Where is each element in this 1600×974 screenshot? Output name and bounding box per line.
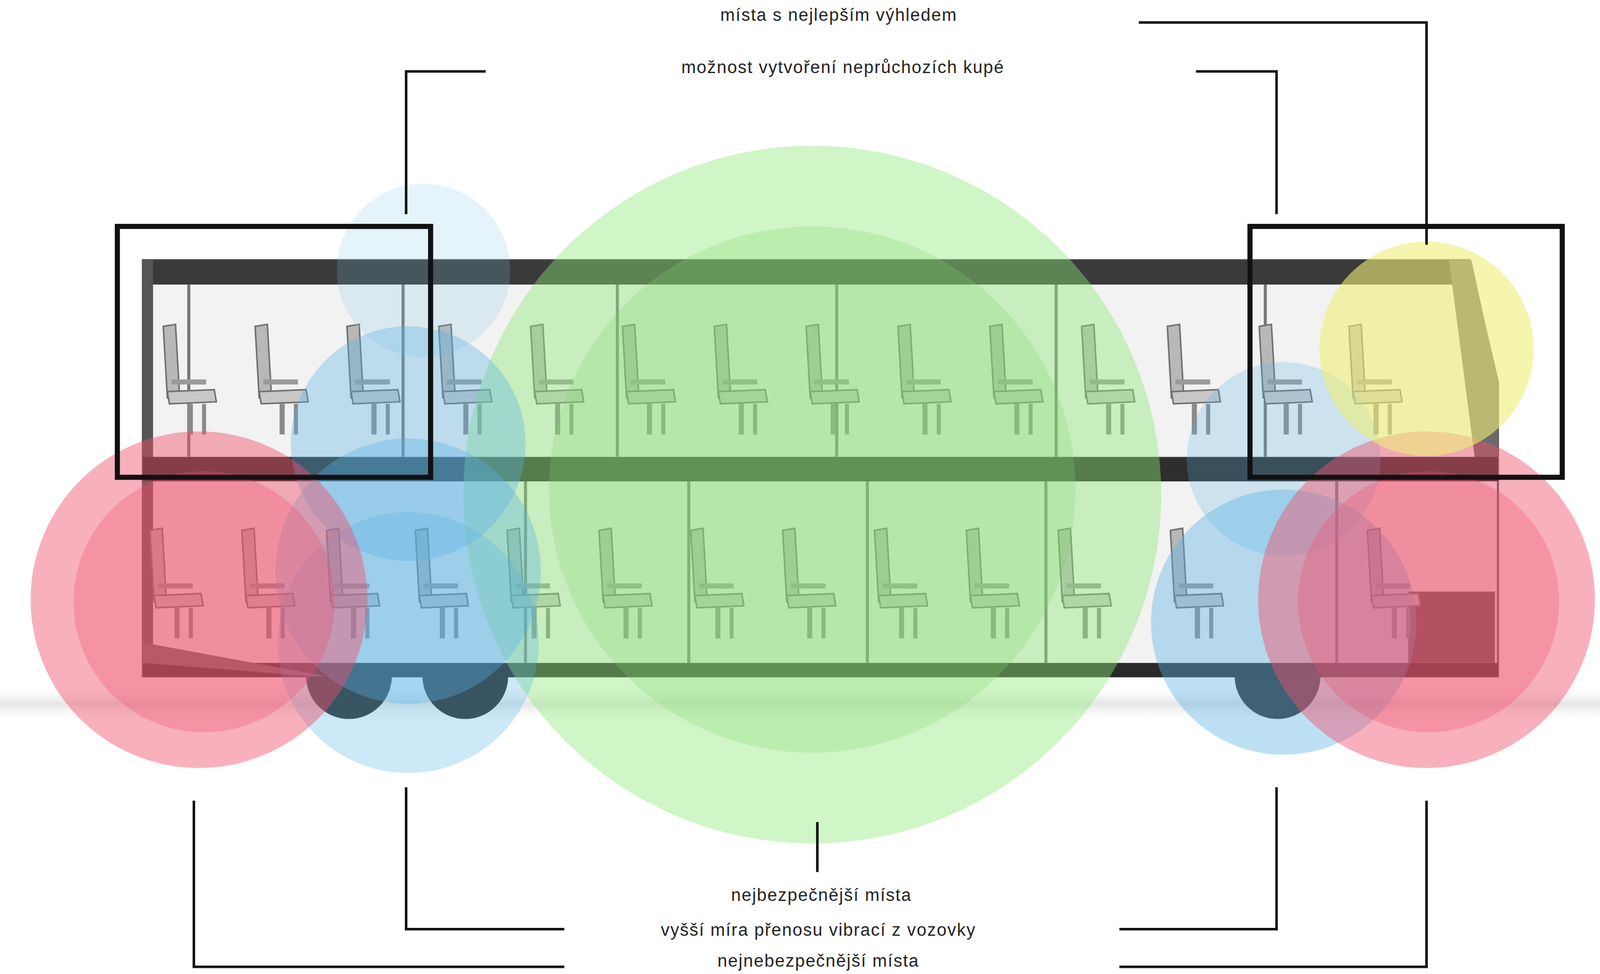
callout-label: nejnebezpečnější místa: [714, 951, 923, 972]
zone-circles: [30, 145, 1595, 844]
callout-label: vyšší míra přenosu vibrací z vozovky: [657, 919, 980, 941]
highlight-box: [117, 226, 1563, 478]
callout-label: nejbezpečnější místa: [727, 885, 916, 907]
callout-label: možnost vytvoření neprůchozích kupé: [677, 56, 1008, 78]
leader-line: [194, 22, 1427, 967]
callout-label: místa s nejlepším výhledem: [717, 5, 961, 26]
